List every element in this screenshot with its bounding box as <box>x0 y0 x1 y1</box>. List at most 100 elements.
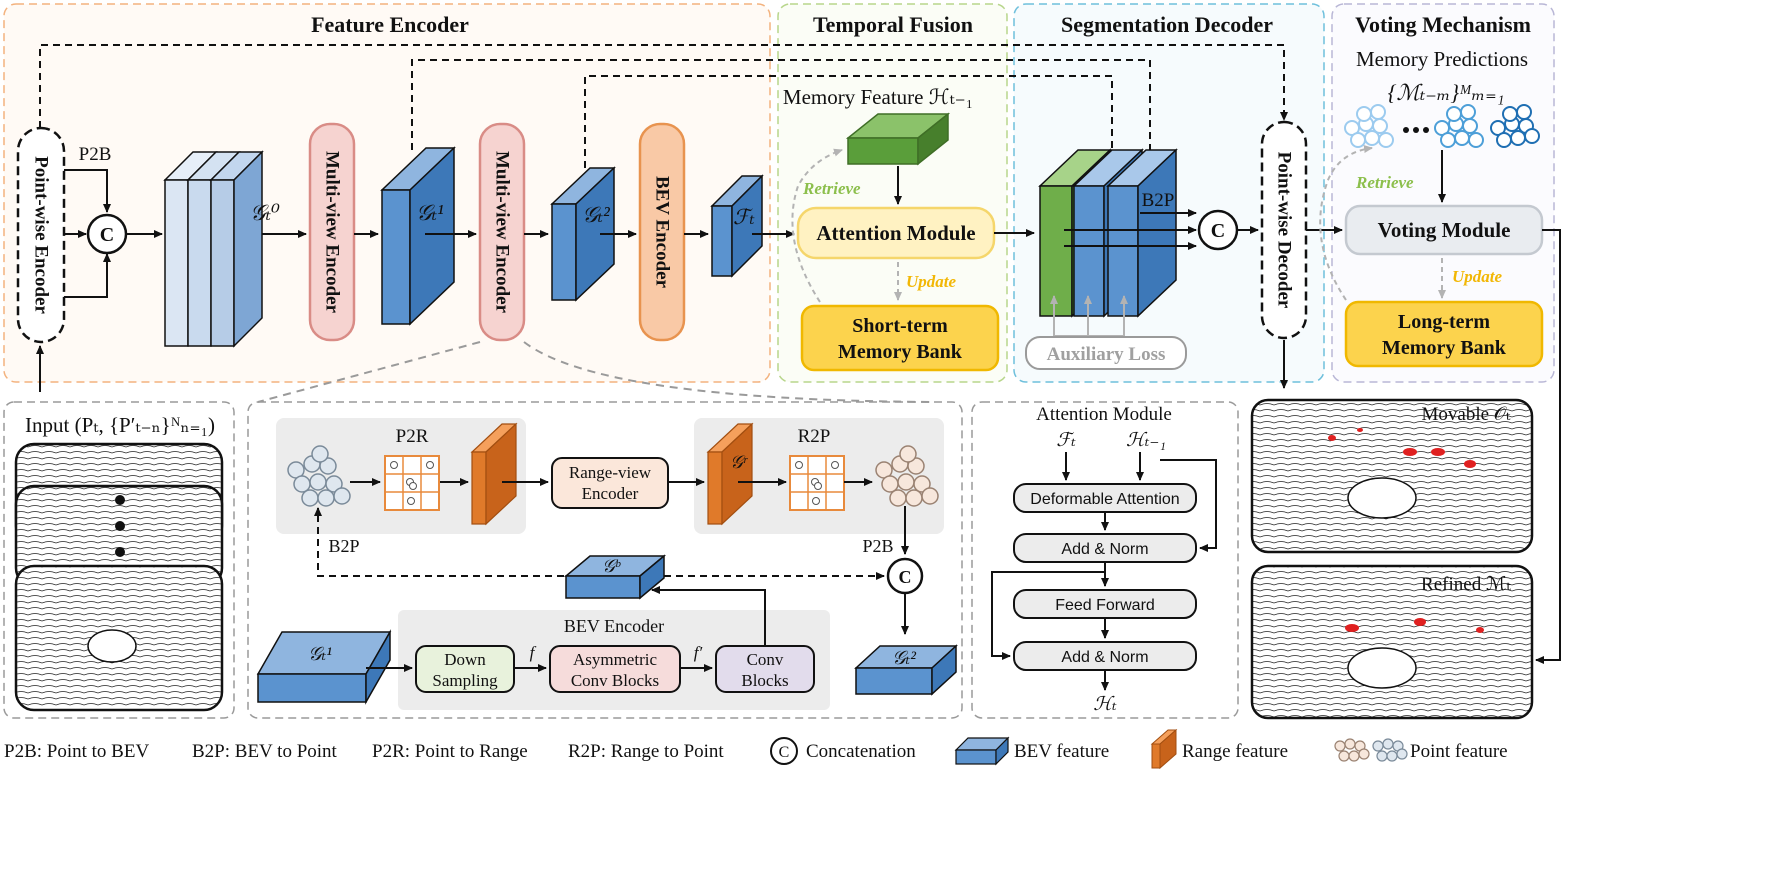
memory-feature-cube <box>845 112 951 166</box>
point-cloud-gray <box>287 445 351 507</box>
legend-b2p: B2P: BEV to Point <box>192 741 338 762</box>
g-t0-feature <box>163 150 264 348</box>
g-t2-label: 𝒢ₜ² <box>582 202 610 227</box>
legend: P2B: Point to BEV B2P: BEV to Point P2R:… <box>4 728 1508 770</box>
legend-p2b: P2B: Point to BEV <box>4 741 149 762</box>
temporal-fusion-frame <box>777 3 1008 383</box>
g-t2-feature <box>550 166 616 302</box>
pointwise-encoder-label: Point-wise Encoder <box>31 156 52 314</box>
f-t-feature <box>710 174 764 278</box>
g-t1-detail-label: 𝒢ₜ¹ <box>308 644 332 665</box>
legend-range-icon <box>1150 728 1178 770</box>
legend-bev: BEV feature <box>1014 741 1109 762</box>
multiview-encoder-2-label: Multi-view Encoder <box>492 151 513 314</box>
legend-r2p: R2P: Range to Point <box>568 741 724 762</box>
legend-concat-icon <box>770 737 798 765</box>
svg-text:BEV Encoder: BEV Encoder <box>564 616 664 636</box>
attention-h-t: ℋₜ <box>1093 694 1117 715</box>
voting-mechanism-title: Voting Mechanism <box>1355 12 1531 37</box>
f-prime-label: f′ <box>694 643 703 662</box>
g-t2-detail-feature <box>854 644 958 696</box>
memory-feature-label: Memory Feature ℋₜ₋₁ <box>783 85 973 109</box>
b2p-detail-label: B2P <box>328 536 359 556</box>
svg-text:Blocks: Blocks <box>741 671 788 690</box>
segmentation-decoder-title: Segmentation Decoder <box>1061 12 1273 37</box>
f-label: f <box>530 643 537 662</box>
range-feature-2 <box>706 422 754 526</box>
legend-p2r: P2R: Point to Range <box>372 741 528 762</box>
detail-frame <box>247 401 963 719</box>
multiview-encoder-1 <box>308 122 356 342</box>
pointwise-decoder-label: Point-wise Decoder <box>1274 152 1295 309</box>
svg-text:Add & Norm: Add & Norm <box>1061 649 1148 666</box>
input-frame <box>3 401 235 719</box>
svg-text:Conv Blocks: Conv Blocks <box>571 671 659 690</box>
g-b-label: 𝒢ᵇ <box>602 556 621 576</box>
update-label-1: Update <box>906 272 957 291</box>
legend-concatenation: Concatenation <box>806 741 916 762</box>
bev-encoder <box>638 122 686 342</box>
attention-f-t: ℱₜ <box>1056 430 1076 451</box>
g-t1-label: 𝒢ₜ¹ <box>416 200 444 225</box>
refined-label: Refined ℳₜ <box>1421 574 1511 595</box>
legend-bev-icon <box>954 736 1010 766</box>
feature-encoder-title: Feature Encoder <box>311 12 469 37</box>
svg-text:Encoder: Encoder <box>582 484 639 503</box>
attention-detail-title: Attention Module <box>1036 404 1172 425</box>
g-r-label: 𝒢ʳ <box>730 452 748 472</box>
attention-h-prev: ℋₜ₋₁ <box>1126 430 1166 451</box>
svg-text:Auxiliary Loss: Auxiliary Loss <box>1047 344 1166 365</box>
long-term-memory-bank <box>1344 300 1544 368</box>
svg-text:Feed Forward: Feed Forward <box>1055 597 1155 614</box>
retrieve-label-2: Retrieve <box>1355 173 1414 192</box>
update-label-2: Update <box>1452 267 1503 286</box>
memory-predictions-label: Memory Predictions <box>1356 47 1528 71</box>
legend-range: Range feature <box>1182 741 1288 762</box>
legend-point-icon-warm <box>1334 738 1370 762</box>
attention-module-label: Attention Module <box>816 221 975 245</box>
svg-text:Asymmetric: Asymmetric <box>573 650 657 669</box>
svg-text:Long-term: Long-term <box>1398 311 1491 333</box>
retrieve-label-1: Retrieve <box>802 179 861 198</box>
svg-text:Voting Module: Voting Module <box>1378 218 1511 242</box>
svg-text:Range-view: Range-view <box>569 463 652 482</box>
g-t2-detail-label: 𝒢ₜ² <box>892 648 916 669</box>
range-grid-2 <box>789 455 845 511</box>
p2r-label: P2R <box>396 426 429 447</box>
svg-text:Sampling: Sampling <box>432 671 498 690</box>
attention-detail-frame <box>971 401 1239 719</box>
movable-label: Movable 𝒪ₜ <box>1422 404 1511 425</box>
g-t1-feature <box>380 146 456 326</box>
svg-text:C: C <box>779 744 790 761</box>
multiview-encoder-2 <box>478 122 526 342</box>
svg-text:Conv: Conv <box>747 650 784 669</box>
svg-text:Down: Down <box>444 650 486 669</box>
p2b-label: P2B <box>79 144 112 165</box>
g-b-feature <box>563 554 667 600</box>
legend-point: Point feature <box>1410 741 1508 762</box>
temporal-fusion-title: Temporal Fusion <box>813 12 973 37</box>
g-t0-label: 𝒢ₜ⁰ <box>250 200 280 225</box>
multiview-encoder-1-label: Multi-view Encoder <box>322 151 343 314</box>
bev-encoder-label: BEV Encoder <box>652 176 673 289</box>
memory-predictions-formula: {ℳₜ₋ₘ}ᴹₘ₌₁ <box>1388 80 1505 105</box>
legend-point-icon-gray <box>1372 738 1408 762</box>
refined-output <box>1250 564 1534 720</box>
svg-text:C: C <box>899 567 912 587</box>
b2p-label-decoder: B2P <box>1142 190 1175 211</box>
skip-connections <box>39 44 1288 180</box>
auxiliary-loss <box>1025 336 1187 370</box>
svg-text:Add & Norm: Add & Norm <box>1061 541 1148 558</box>
short-term-memory-bank <box>800 304 1000 372</box>
range-feature-1 <box>470 422 518 526</box>
concat-node-3 <box>886 557 924 595</box>
p2b-detail-label: P2B <box>862 536 893 556</box>
input-point-clouds <box>14 442 224 712</box>
svg-text:Deformable Attention: Deformable Attention <box>1030 491 1179 508</box>
movable-output <box>1250 398 1534 554</box>
f-t-label: ℱₜ <box>733 205 755 229</box>
range-grid-1 <box>384 455 440 511</box>
input-label: Input (Pₜ, {P′ₜ₋ₙ}ᴺₙ₌₁) <box>25 413 215 437</box>
svg-text:Short-term: Short-term <box>852 315 948 337</box>
decoder-feature-stack <box>1038 148 1178 318</box>
